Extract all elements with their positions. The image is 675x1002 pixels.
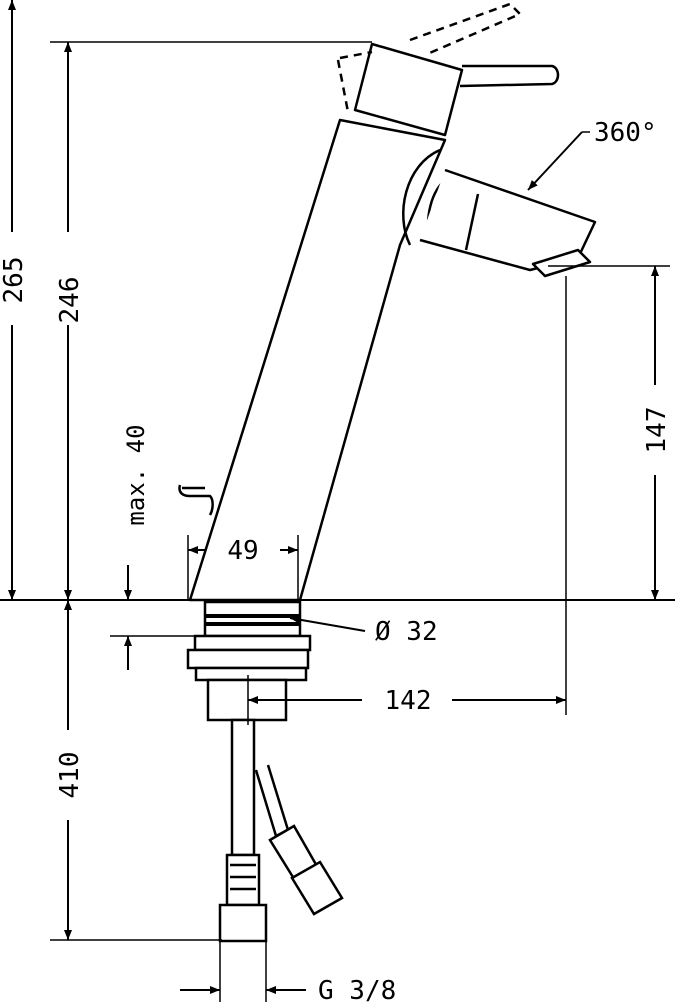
supply-hoses	[218, 718, 344, 943]
label-142: 142	[385, 686, 432, 716]
faucet-body	[178, 2, 597, 602]
label-360: 360°	[594, 118, 657, 148]
label-246: 246	[55, 277, 85, 324]
label-max-40: max. 40	[122, 424, 150, 525]
dim-spout-height-top: 246	[50, 41, 372, 600]
mounting-hardware	[186, 600, 312, 722]
dim-body-width: 49	[187, 535, 299, 600]
dim-connection-thread: G 3/8	[180, 940, 396, 1002]
dim-projection: 142	[247, 276, 567, 725]
dim-overall-height: 265	[0, 0, 29, 600]
label-diameter-32: Ø 32	[375, 617, 438, 647]
label-265: 265	[0, 257, 29, 304]
label-g-3-8: G 3/8	[318, 976, 396, 1002]
dim-rotation: 360°	[527, 118, 657, 191]
label-410: 410	[55, 752, 85, 799]
dim-handle-clearance: max. 40	[110, 424, 205, 670]
dim-outlet-height: 147	[548, 265, 672, 600]
dim-hose-length: 410	[50, 600, 222, 941]
dim-tap-hole: Ø 32	[289, 615, 438, 647]
label-49: 49	[227, 536, 258, 566]
label-147: 147	[642, 407, 672, 454]
